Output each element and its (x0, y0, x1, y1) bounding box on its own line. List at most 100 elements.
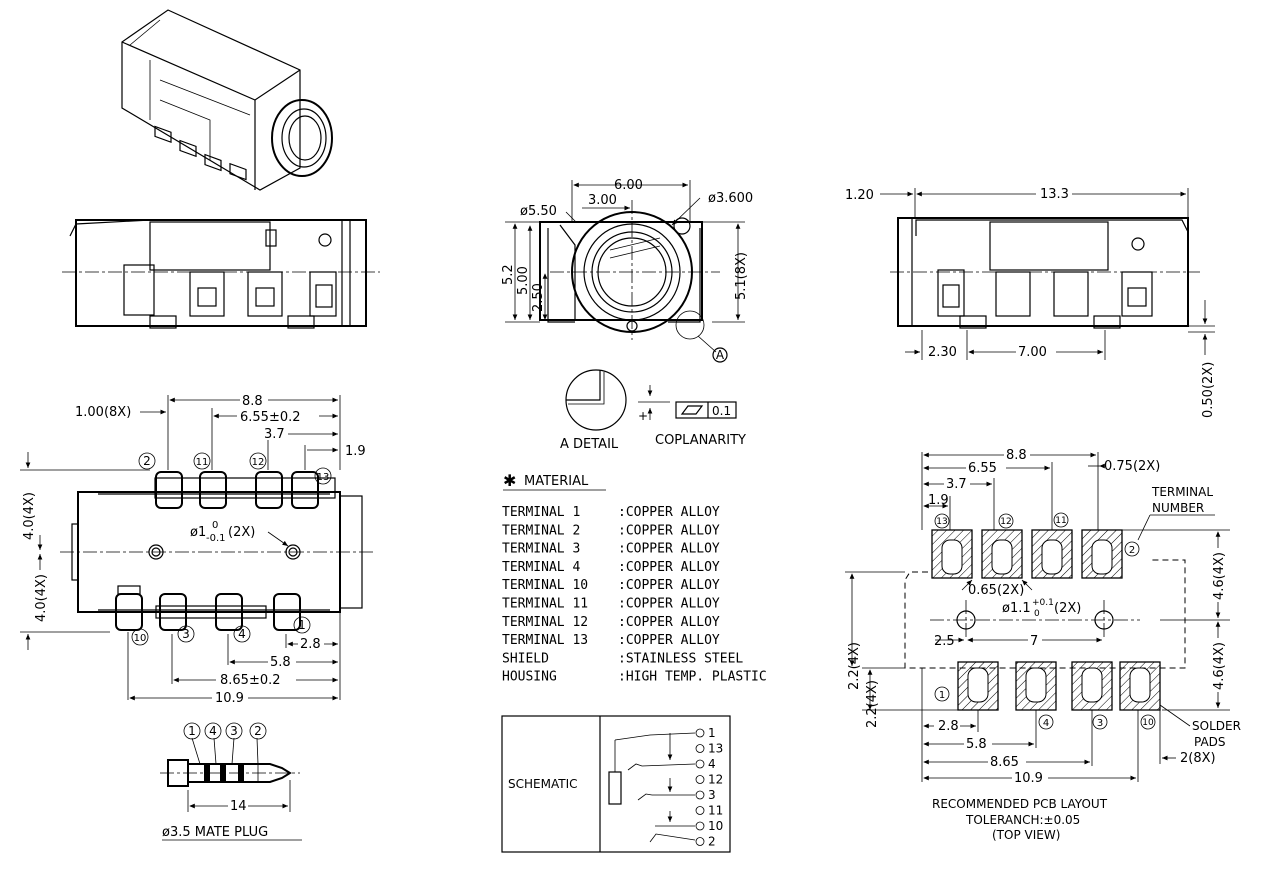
pcb-dim-overall: 8.8 (1006, 448, 1027, 463)
pcb-pin-13: 13 (936, 517, 947, 527)
schematic-pin-circle (695, 759, 705, 769)
material-part: TERMINAL 4 (502, 560, 580, 575)
pcb-layout: 8.8 6.55 0.75(2X) 3.7 1.9 TERMINAL NUMBE… (845, 447, 1241, 842)
material-part: TERMINAL 12 (502, 615, 588, 630)
material-part: TERMINAL 10 (502, 578, 588, 593)
pin-label-13: 13 (317, 472, 330, 483)
plug-label-4: 4 (209, 724, 217, 738)
pcb-dim-2-8: 2.8 (938, 719, 959, 734)
material-title: MATERIAL (524, 474, 589, 489)
dim-bottom-terminals: 1.00(8X) (75, 405, 131, 420)
dim-bottom-hole: ø1 (190, 525, 206, 540)
mate-plug: 1 4 3 2 14 ø3.5 MATE PLUG (160, 722, 302, 841)
pin-label-11: 11 (196, 457, 209, 468)
side-view-left (62, 219, 380, 329)
dim-right-vertical: 0.50(2X) (1201, 362, 1216, 418)
pcb-dim-2-5: 2.5 (934, 634, 955, 649)
plug-title: ø3.5 MATE PLUG (162, 825, 268, 840)
bottom-view: 8.8 6.55±0.2 1.00(8X) 3.7 1.9 4.0(4X) 4.… (20, 393, 375, 706)
material-value: :COPPER ALLOY (618, 633, 720, 648)
schematic-pin-label: 11 (708, 804, 723, 818)
schematic-pin-circle (695, 744, 705, 753)
pcb-pin-12: 12 (1000, 517, 1011, 527)
plug-label-1: 1 (188, 724, 196, 738)
pcb-caption-3: (TOP VIEW) (992, 828, 1060, 842)
pcb-dim-4-6-bottom: 4.6(4X) (1212, 642, 1227, 690)
material-value: :COPPER ALLOY (618, 578, 720, 593)
schematic-pin-label: 1 (708, 726, 716, 740)
pcb-dim-6-55: 6.55 (968, 461, 997, 476)
dim-bottom-4-0-bottom: 4.0(4X) (34, 574, 49, 622)
material-rows: TERMINAL 1 :COPPER ALLOY TERMINAL 2 :COPPER… (502, 505, 767, 685)
asterisk-icon: ✱ (503, 471, 516, 490)
schematic-label: SCHEMATIC (508, 777, 577, 791)
pcb-pin-1: 1 (939, 690, 945, 701)
material-part: TERMINAL 3 (502, 542, 580, 557)
dim-dia-hole: ø3.600 (708, 191, 753, 206)
dim-bottom-3-7: 3.7 (264, 427, 285, 442)
dim-bottom-10-9: 10.9 (215, 691, 244, 706)
dim-bottom-8-65: 8.65±0.2 (220, 673, 281, 688)
pin-label-2: 2 (143, 454, 151, 468)
pcb-dim-5-8: 5.8 (966, 737, 987, 752)
plug-label-2: 2 (254, 724, 262, 738)
material-value: :COPPER ALLOY (618, 542, 720, 557)
pcb-dim-0-65: 0.65(2X) (968, 583, 1024, 598)
schematic-pin-circle (695, 821, 705, 831)
schematic-pin-label: 2 (708, 835, 716, 849)
dim-right-top-left: 1.20 (845, 188, 874, 203)
schematic-pin-circle (695, 775, 705, 784)
pcb-dim-2-2-a: 2.2(4X) (847, 642, 862, 690)
dim-right-bottom-a: 2.30 (928, 345, 957, 360)
dim-bottom-pitch: 6.55±0.2 (240, 410, 301, 425)
solder-label-1: SOLDER (1192, 719, 1241, 733)
material-part: TERMINAL 1 (502, 505, 580, 520)
schematic-pin-label: 10 (708, 819, 723, 833)
pcb-pin-3: 3 (1097, 718, 1103, 729)
schematic-pin-circle (695, 806, 705, 815)
schematic-pin-label: 12 (708, 773, 723, 787)
dim-front-width: 6.00 (614, 178, 643, 193)
detail-ref: A (716, 348, 725, 362)
pin-label-12: 12 (252, 457, 265, 468)
material-table: ✱ MATERIAL TERMINAL 1:COPPER ALLOYTERMIN… (502, 471, 767, 685)
dim-front-h3: 2.50 (531, 283, 546, 312)
pcb-pin-4: 4 (1043, 718, 1049, 729)
material-value: :STAINLESS STEEL (618, 651, 743, 666)
dim-front-half: 3.00 (588, 193, 617, 208)
pcb-dim-2-8x: 2(8X) (1180, 751, 1216, 766)
dim-bottom-4-0-top: 4.0(4X) (22, 492, 37, 540)
pcb-dim-hole: ø1.1 (1002, 601, 1031, 616)
pcb-dim-2-2-b: 2.2(4X) (865, 680, 880, 728)
pcb-dim-0-75: 0.75(2X) (1104, 459, 1160, 474)
dim-right-bottom-b: 7.00 (1018, 345, 1047, 360)
plug-label-3: 3 (230, 724, 238, 738)
front-view: A 6.00 3.00 ø5.50 ø3.600 5.2 5.00 2.50 5… (501, 178, 753, 363)
pcb-caption-1: RECOMMENDED PCB LAYOUT (932, 797, 1108, 811)
pcb-caption-2: TOLERANCH:±0.05 (965, 813, 1080, 827)
pcb-pin-10: 10 (1142, 718, 1154, 728)
dim-bottom-1-9: 1.9 (345, 444, 366, 459)
side-view-right: 1.20 13.3 2.30 7.00 0.50(2X) (845, 186, 1216, 418)
dim-bottom-2-8: 2.8 (300, 637, 321, 652)
material-value: :COPPER ALLOY (618, 597, 720, 612)
pin-label-3: 3 (182, 627, 190, 641)
pcb-dim-10-9: 10.9 (1014, 771, 1043, 786)
schematic-pin-circle (695, 728, 705, 738)
dim-bottom-5-8: 5.8 (270, 655, 291, 670)
pcb-dim-hole-count: (2X) (1054, 601, 1081, 616)
material-value: :COPPER ALLOY (618, 523, 720, 538)
pcb-dim-4-6-top: 4.6(4X) (1212, 552, 1227, 600)
schematic-pin-circle (695, 790, 705, 800)
material-part: TERMINAL 2 (502, 523, 580, 538)
pcb-pin-11: 11 (1055, 516, 1066, 526)
pcb-dim-3-7: 3.7 (946, 477, 967, 492)
coplanarity-value: 0.1 (712, 404, 731, 418)
pcb-pin-2: 2 (1129, 545, 1135, 556)
material-value: :COPPER ALLOY (618, 615, 720, 630)
material-part: TERMINAL 13 (502, 633, 588, 648)
material-part: SHIELD (502, 651, 549, 666)
dim-front-h4: 5.1(8X) (734, 252, 749, 300)
